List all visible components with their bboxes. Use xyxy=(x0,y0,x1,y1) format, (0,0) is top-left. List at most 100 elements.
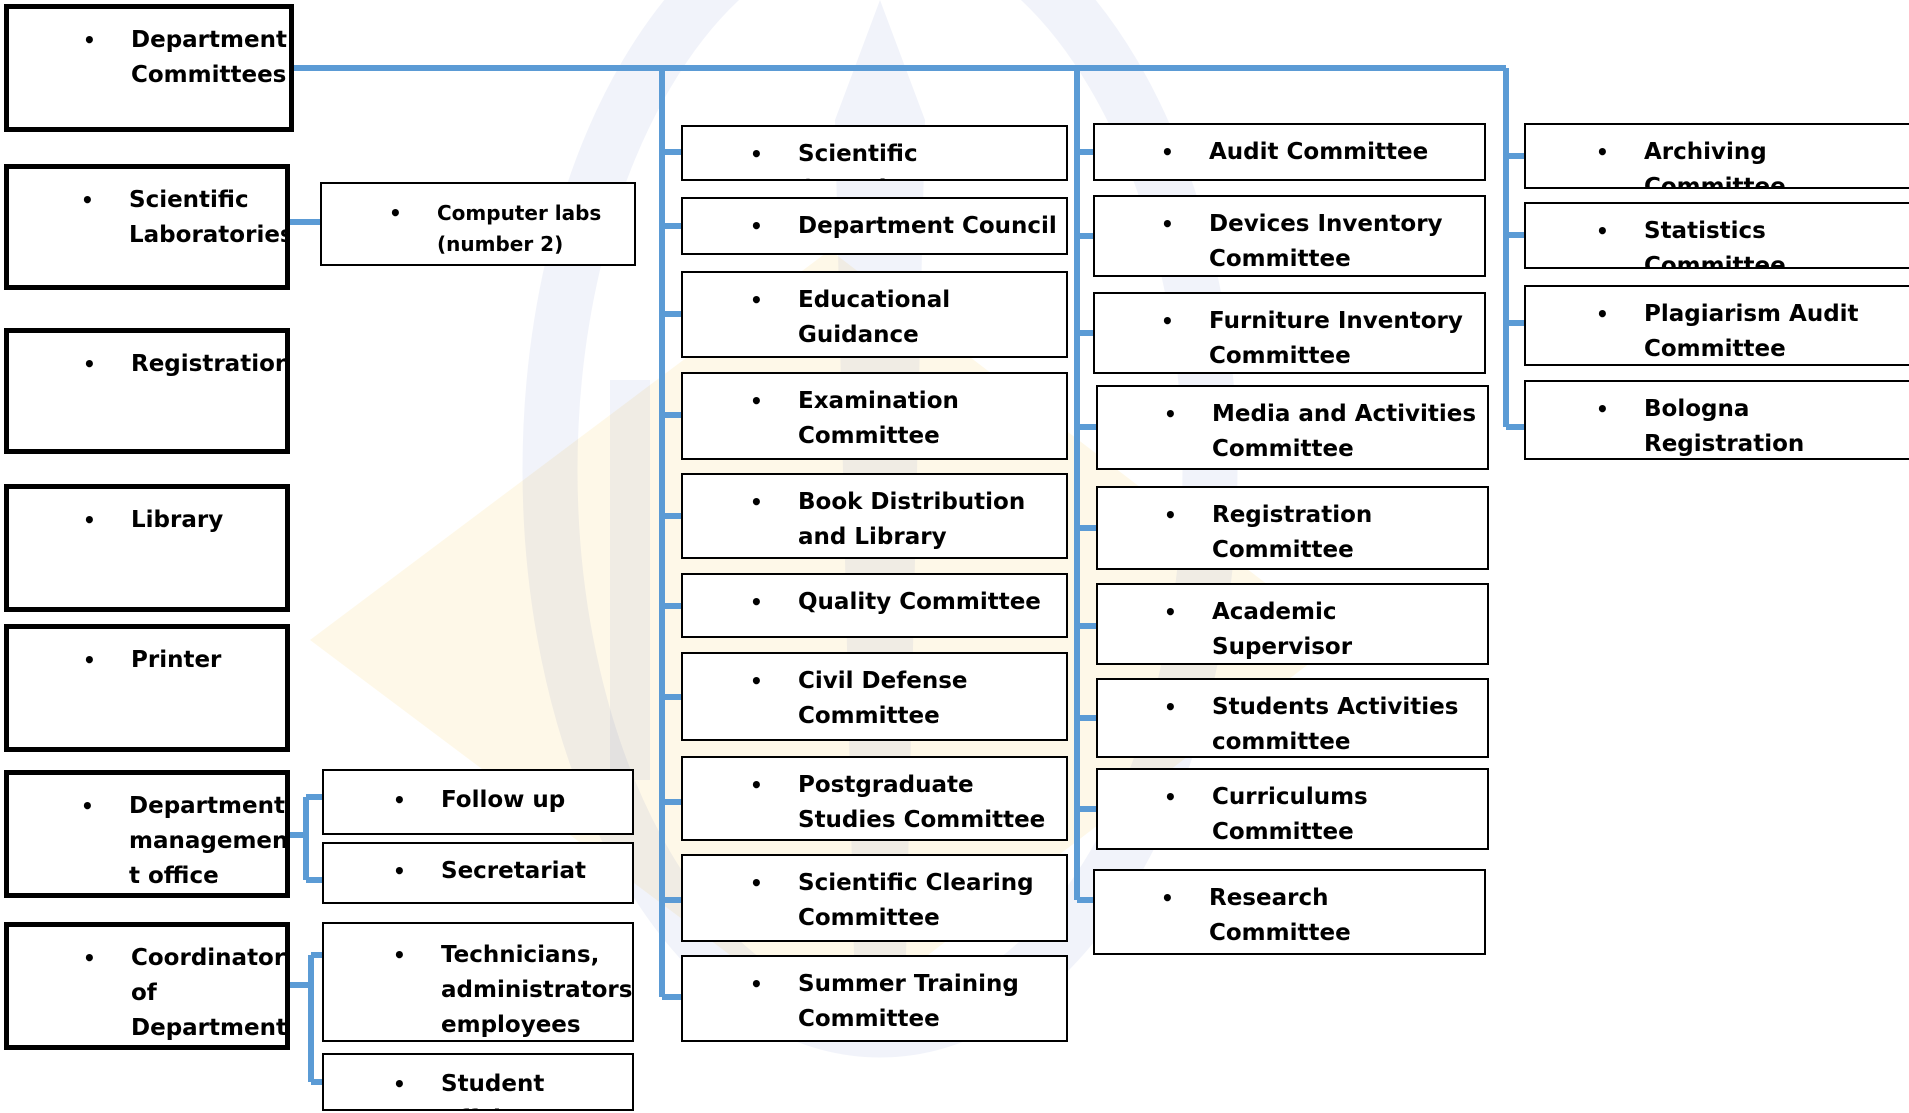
bullet-icon: • xyxy=(1161,140,1174,164)
box-label: Computer labs (number 2) xyxy=(437,201,602,256)
box-label: Plagiarism Audit Committee xyxy=(1644,301,1859,362)
bullet-icon: • xyxy=(1164,785,1177,809)
bullet-icon: • xyxy=(393,788,406,812)
box-label: Scientific Committee xyxy=(798,141,940,179)
box-label: Registration Committee xyxy=(1212,502,1373,563)
committee-col1-item: • Civil Defense Committee xyxy=(681,652,1068,741)
committee-col3-item: • Statistics Committee xyxy=(1524,202,1909,269)
box-label: Quality Committee xyxy=(798,589,1041,615)
subunit-follow-up: • Follow up xyxy=(322,769,634,835)
box-label: Research Committee xyxy=(1209,885,1351,946)
box-label: Follow up xyxy=(441,787,566,813)
committee-col1-item: • Educational Guidance Committee xyxy=(681,271,1068,358)
subunit-computer-labs: • Computer labs (number 2) xyxy=(320,182,636,266)
watermark-yellow-diamond xyxy=(310,250,1340,1030)
bullet-icon: • xyxy=(1596,140,1609,164)
bullet-icon: • xyxy=(1596,302,1609,326)
box-label: Library xyxy=(131,507,224,533)
committee-col2-item: • Devices Inventory Committee xyxy=(1093,195,1486,277)
bullet-icon: • xyxy=(83,508,96,532)
bullet-icon: • xyxy=(1161,212,1174,236)
bullet-icon: • xyxy=(393,859,406,883)
box-label: Educational Guidance Committee xyxy=(798,287,951,348)
bullet-icon: • xyxy=(750,972,763,996)
bullet-icon: • xyxy=(750,590,763,614)
committee-col2-item: • Research Committee xyxy=(1093,869,1486,955)
box-label: Technicians, administrators, employees a… xyxy=(441,942,634,1038)
bullet-icon: • xyxy=(750,490,763,514)
box-label: Students Activities committee xyxy=(1212,694,1459,755)
bullet-icon: • xyxy=(81,794,94,818)
unit-department-management-office: •Department managemen t office xyxy=(4,770,290,898)
box-label: Summer Training Committee xyxy=(798,971,1019,1032)
unit-printer: • Printer xyxy=(4,624,290,752)
bullet-icon: • xyxy=(83,648,96,672)
bullet-icon: • xyxy=(1164,402,1177,426)
bullet-icon: • xyxy=(750,773,763,797)
box-label: Department Council xyxy=(798,213,1057,239)
committee-col2-item: • Furniture Inventory Committee xyxy=(1093,292,1486,374)
bullet-icon: • xyxy=(81,188,94,212)
committee-col2-item: • Curriculums Committee xyxy=(1096,768,1489,850)
box-label: Academic Supervisor Committee for Course… xyxy=(1212,599,1353,660)
box-label: Statistics Committee xyxy=(1644,218,1786,269)
box-label: Curriculums Committee xyxy=(1212,784,1368,845)
bullet-icon: • xyxy=(750,214,763,238)
bullet-icon: • xyxy=(1596,219,1609,243)
box-label: Bologna Registration Committee xyxy=(1644,396,1805,457)
bullet-icon: • xyxy=(83,946,96,970)
unit-scientific-laboratories: • Scientific Laboratories xyxy=(4,164,290,290)
committee-col2-item: • Academic Supervisor Committee for Cours… xyxy=(1096,583,1489,665)
bullet-icon: • xyxy=(1164,600,1177,624)
box-label: Examination Committee xyxy=(798,388,959,449)
committee-col1-item: • Postgraduate Studies Committee xyxy=(681,756,1068,841)
bullet-icon: • xyxy=(750,142,763,166)
bullet-icon: • xyxy=(1164,695,1177,719)
box-label: Furniture Inventory Committee xyxy=(1209,308,1463,369)
bullet-icon: • xyxy=(750,669,763,693)
bullet-icon: • xyxy=(1161,886,1174,910)
bullet-icon: • xyxy=(750,288,763,312)
subunit-student-affairs: • Student Affairs xyxy=(322,1053,634,1111)
committee-col3-item: • Plagiarism Audit Committee xyxy=(1524,285,1909,366)
bullet-icon: • xyxy=(83,352,96,376)
box-label: Archiving Committee xyxy=(1644,139,1786,189)
box-label: Coordinator of Department xyxy=(131,945,287,1041)
committee-col2-item: • Students Activities committee xyxy=(1096,678,1489,758)
committee-col1-item: • Scientific Committee xyxy=(681,125,1068,181)
unit-department-committees: •Department Committees xyxy=(4,4,294,132)
unit-library: • Library xyxy=(4,484,290,612)
bullet-icon: • xyxy=(389,201,402,225)
box-label: Devices Inventory Committee xyxy=(1209,211,1443,272)
bullet-icon: • xyxy=(750,389,763,413)
bullet-icon: • xyxy=(1596,397,1609,421)
box-label: Secretariat xyxy=(441,858,586,884)
watermark-text-band xyxy=(610,380,650,780)
committee-col1-item: • Scientific Clearing Committee xyxy=(681,854,1068,942)
box-label: Registration xyxy=(131,351,290,377)
bullet-icon: • xyxy=(750,871,763,895)
committee-col1-item: • Book Distribution and Library Committee xyxy=(681,473,1068,559)
box-label: Printer xyxy=(131,647,222,673)
committee-col1-item: • Department Council xyxy=(681,197,1068,255)
box-label: Scientific Clearing Committee xyxy=(798,870,1034,931)
box-label: Postgraduate Studies Committee xyxy=(798,772,1046,833)
bullet-icon: • xyxy=(1161,309,1174,333)
committee-col3-item: • Bologna Registration Committee xyxy=(1524,380,1909,460)
subunit-technicians: •Technicians, administrators, employees … xyxy=(322,922,634,1042)
box-label: Civil Defense Committee xyxy=(798,668,968,729)
box-label: Student Affairs xyxy=(441,1071,545,1109)
box-label: Media and Activities Committee xyxy=(1212,401,1477,462)
committee-col1-item: • Examination Committee xyxy=(681,372,1068,460)
bullet-icon: • xyxy=(83,28,96,52)
subunit-secretariat: • Secretariat xyxy=(322,842,634,904)
box-label: Book Distribution and Library Committee xyxy=(798,489,1026,550)
box-label: Audit Committee xyxy=(1209,139,1429,165)
bullet-icon: • xyxy=(1164,503,1177,527)
box-label: Scientific Laboratories xyxy=(129,187,290,248)
committee-col3-item: • Archiving Committee xyxy=(1524,123,1909,189)
committee-col2-item: • Registration Committee xyxy=(1096,486,1489,570)
bullet-icon: • xyxy=(393,1072,406,1096)
committee-col2-item: • Audit Committee xyxy=(1093,123,1486,181)
